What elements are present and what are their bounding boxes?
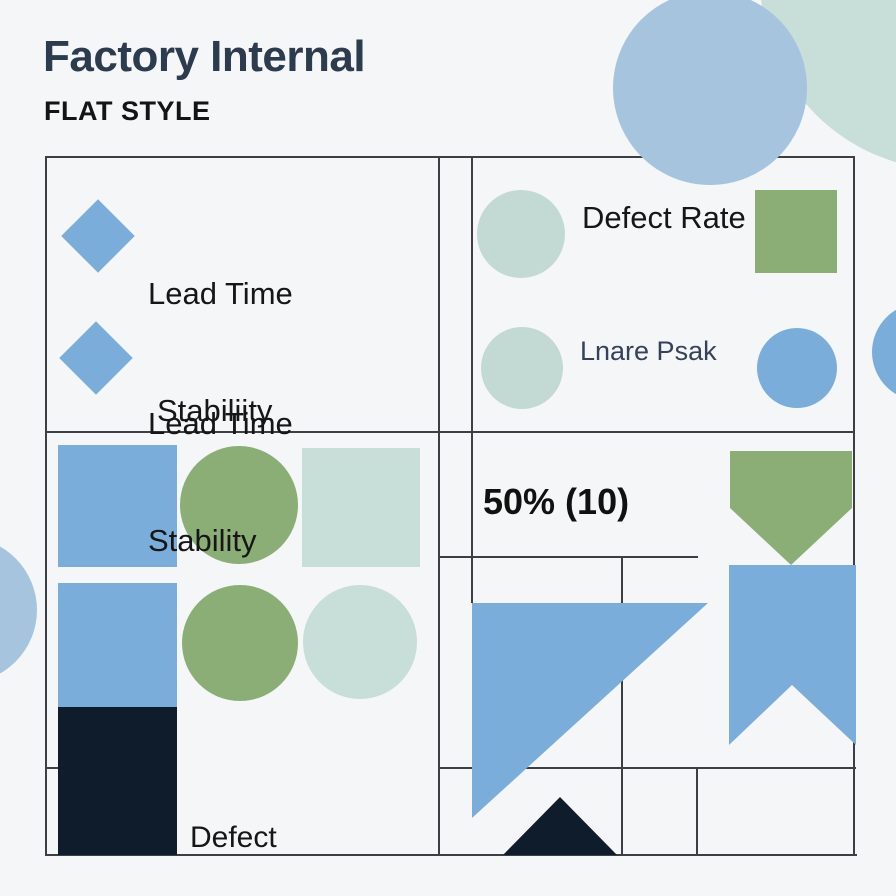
decorative-blue-circle-top — [613, 0, 807, 185]
lead-time-label-1: Lead Time Stabiliity — [148, 276, 293, 428]
green-circle-shape — [180, 446, 298, 564]
grid-line — [45, 767, 58, 769]
blue-square-shape — [58, 445, 177, 567]
grid-line — [696, 767, 698, 855]
page-title: Factory Internal — [43, 32, 366, 81]
page-subtitle: FLAT STYLE — [44, 96, 211, 126]
blue-triangle-shape — [472, 603, 708, 818]
grid-line — [621, 556, 623, 854]
blue-circle-shape — [757, 328, 837, 408]
blue-square-shape — [58, 583, 177, 707]
decorative-blue-circle-right — [872, 303, 896, 401]
lnare-psak-label: Lnare Psak — [580, 336, 717, 366]
grid-line — [438, 156, 440, 856]
stat-label: 50% (10) — [483, 481, 630, 522]
grid-line — [471, 156, 473, 603]
green-pentagon-shape — [730, 451, 852, 565]
lead-time-label-2: Lead Time Stability — [148, 406, 293, 558]
grid-line — [853, 156, 855, 856]
teal-circle-shape — [303, 585, 417, 699]
green-square-shape — [755, 190, 837, 273]
blue-flag-shape — [729, 565, 856, 745]
teal-circle-shape — [481, 327, 563, 409]
grid-line — [45, 156, 854, 158]
navy-rectangle-shape — [58, 707, 177, 855]
defect-rate-caption: Defect Rate — [190, 821, 277, 854]
defect-rate-label: Defect Rate — [582, 200, 746, 235]
grid-line — [45, 431, 854, 433]
grid-line — [45, 156, 47, 856]
navy-triangle-shape — [503, 797, 617, 855]
green-circle-shape — [182, 585, 298, 701]
blue-diamond-shape — [59, 321, 133, 395]
teal-circle-shape — [477, 190, 565, 278]
grid-line — [438, 767, 856, 769]
grid-line — [45, 854, 857, 856]
blue-diamond-shape — [61, 199, 135, 273]
decorative-blue-circle-left — [0, 537, 37, 683]
teal-square-shape — [302, 448, 420, 567]
grid-line — [440, 556, 698, 558]
